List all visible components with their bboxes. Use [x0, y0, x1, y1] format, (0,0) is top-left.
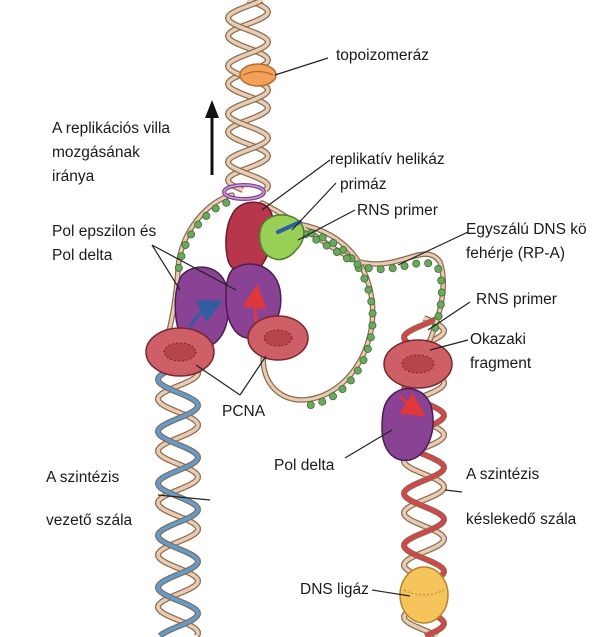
rpa-dot	[322, 241, 331, 250]
helix-strand	[226, 0, 270, 192]
rpa-dot	[364, 285, 373, 294]
label-ligase: DNS ligáz	[300, 581, 369, 598]
label-fork-direction-line-2: mozgásának	[52, 144, 140, 161]
rpa-dot	[360, 274, 369, 283]
rna-primer-top	[276, 220, 302, 234]
leading-strand-helix	[154, 357, 202, 637]
replicative-helicase	[225, 201, 275, 274]
label-pcna: PCNA	[222, 403, 266, 420]
topoisomerase-enzyme	[239, 63, 277, 87]
label-rna-primer-right: RNS primer	[476, 291, 557, 308]
label-pol-eps-delta: Pol epszilon és Pol delta	[52, 220, 156, 268]
rpa-dot	[367, 297, 376, 306]
rpa-dot	[202, 211, 211, 220]
label-leading-line-1: A szintézis	[46, 469, 120, 486]
rpa-dot	[177, 252, 186, 261]
rpa-dot	[436, 300, 445, 309]
label-okazaki: Okazaki fragment	[470, 328, 531, 376]
label-topoisomerase: topoizomeráz	[336, 47, 430, 64]
pcna-center	[247, 315, 309, 361]
arrow-up-icon	[205, 100, 219, 175]
leader-lines	[151, 57, 471, 597]
helix-strand	[226, 0, 270, 192]
rpa-dot	[222, 198, 231, 207]
label-pol-delta: Pol delta	[274, 457, 335, 474]
label-okazaki-line-1: Okazaki	[470, 331, 526, 348]
leading-synthesis-arrow	[188, 300, 223, 331]
rpa-dot	[346, 376, 355, 385]
rpa-dot	[359, 356, 368, 365]
label-fork-direction-line-3: iránya	[52, 168, 95, 185]
rpa-dot	[434, 312, 443, 321]
label-helicase: replikatív helikáz	[330, 151, 445, 168]
rpa-dot	[412, 259, 421, 268]
label-pol-eps-delta-line-2: Pol delta	[52, 247, 113, 264]
rpa-dot	[312, 235, 321, 244]
rpa-dot	[181, 240, 190, 249]
label-lagging-line-1: A szintézis	[466, 466, 540, 483]
rpa-dot	[366, 333, 375, 342]
rpa-dot	[353, 260, 362, 269]
lagging-synthesis-arrow-center	[242, 284, 267, 323]
label-leading-line-2: vezető szála	[46, 512, 133, 529]
helix-strand	[156, 358, 200, 637]
rpa-dot	[437, 276, 446, 285]
label-fork-direction: A replikációs villa mozgásának iránya	[52, 117, 170, 189]
rpa-dot	[329, 238, 338, 247]
lagging-synthesis-arrow-right	[398, 393, 426, 417]
rpa-dot	[342, 254, 351, 263]
rpa-dot	[437, 288, 446, 297]
rpa-dot	[376, 265, 385, 274]
rpa-dot	[364, 264, 373, 273]
rpa-dot	[306, 400, 315, 409]
rpa-dot	[332, 247, 341, 256]
helicase-ring	[222, 183, 266, 201]
rpa-dot	[338, 384, 347, 393]
pol-delta-right	[381, 387, 434, 462]
rpa-dot	[211, 204, 220, 213]
pcna-left	[145, 327, 215, 377]
rpa-dot	[434, 264, 443, 273]
pcna-right	[383, 339, 453, 389]
rpa-dot	[174, 263, 183, 272]
parental-double-helix	[224, 0, 272, 193]
label-primase: primáz	[340, 176, 387, 193]
rpa-dot	[424, 259, 433, 268]
rpa-dot	[328, 392, 337, 401]
rpa-dot	[363, 344, 372, 353]
label-pol-eps-delta-line-1: Pol epszilon és	[52, 223, 157, 240]
rpa-dot	[194, 220, 203, 229]
label-okazaki-line-2: fragment	[470, 355, 532, 372]
rpa-dot	[187, 230, 196, 239]
label-leading: A szintézis vezető szála	[46, 456, 132, 542]
helix-strand	[156, 358, 200, 637]
label-ssb: Egyszálú DNS kö fehérje (RP-A)	[466, 218, 587, 266]
rpa-dot	[353, 366, 362, 375]
rpa-dot	[318, 397, 327, 406]
rpa-dot	[388, 264, 397, 273]
label-rna-primer-top: RNS primer	[357, 202, 438, 219]
rpa-dot	[368, 309, 377, 318]
label-ssb-line-2: fehérje (RP-A)	[466, 245, 566, 262]
rpa-dot	[368, 321, 377, 330]
label-fork-direction-line-1: A replikációs villa	[52, 120, 171, 137]
label-lagging: A szintézis késlekedő szála	[466, 452, 576, 542]
label-lagging-line-2: késlekedő szála	[466, 511, 577, 528]
label-ssb-line-1: Egyszálú DNS kö	[466, 221, 587, 238]
rpa-ssb-proteins	[174, 198, 446, 409]
